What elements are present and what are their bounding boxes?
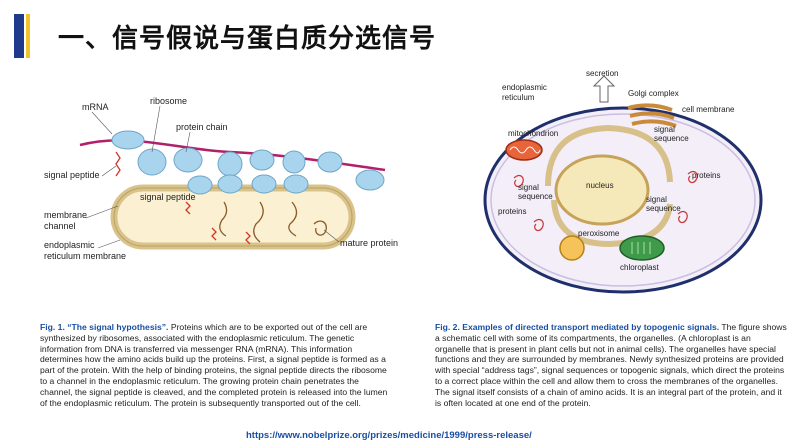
mitochondrion-cristae — [509, 146, 541, 154]
label-signal-right-1: signal — [646, 195, 667, 204]
title-bar: 一、信号假说与蛋白质分选信号 — [14, 14, 436, 58]
label-signal-left-1: signal — [518, 183, 539, 192]
ribosome — [111, 130, 145, 150]
label-er-line2: reticulum — [502, 93, 535, 102]
ribosome-bound — [187, 175, 213, 195]
title-accent-stripe — [26, 14, 30, 58]
label-protein-chain: protein chain — [176, 122, 228, 132]
label-signal-right-2: sequence — [646, 204, 681, 213]
cell-diagram: secretion endoplasmic reticulum Golgi co… — [483, 69, 763, 294]
label-signal-peptide-left: signal peptide — [44, 170, 100, 180]
title-accent-bar — [14, 14, 24, 58]
label-peroxisome: peroxisome — [578, 229, 620, 238]
label-er: endoplasmic — [44, 240, 95, 250]
caption-fig2-title: Fig. 2. Examples of directed transport m… — [435, 322, 720, 332]
ribosome — [249, 149, 275, 171]
ribosome — [137, 148, 167, 176]
caption-fig2: Fig. 2. Examples of directed transport m… — [435, 322, 787, 408]
cleaved-signal-peptide — [211, 227, 217, 241]
ribosome — [317, 151, 343, 173]
signal-hypothesis-diagram: mRNA ribosome protein chain signal pepti… — [44, 96, 398, 261]
label-secretion: secretion — [586, 69, 618, 78]
label-chloroplast: chloroplast — [620, 263, 659, 272]
ribosomes — [111, 130, 385, 195]
ribosome-bound — [283, 174, 309, 194]
label-mature-protein: mature protein — [340, 238, 398, 248]
ribosome-bound — [217, 174, 243, 194]
label-nucleus: nucleus — [586, 181, 614, 190]
label-membrane: membrane — [44, 210, 87, 220]
ribosome — [173, 147, 203, 173]
er-arc-lower — [551, 199, 673, 248]
fig1-leader-lines — [85, 105, 340, 249]
ribosome — [217, 151, 243, 177]
protein-chains — [115, 151, 327, 245]
ribosome-bound — [251, 174, 277, 194]
protein-chain-line — [219, 201, 228, 237]
chloroplast-shape — [619, 235, 665, 261]
mature-protein-coil — [313, 220, 327, 236]
label-er-line1: endoplasmic — [502, 83, 547, 92]
secretion-arrow — [592, 75, 616, 103]
label-signal-peptide-bottom: signal peptide — [140, 192, 196, 202]
label-mitochondrion: mitochondrion — [508, 129, 558, 138]
source-link[interactable]: https://www.nobelprize.org/prizes/medici… — [246, 430, 532, 441]
label-channel: channel — [44, 221, 76, 231]
label-er-membrane: reticulum membrane — [44, 251, 126, 261]
ribosome — [355, 169, 385, 191]
cleaved-signal-peptide — [245, 231, 251, 245]
golgi-shape — [627, 103, 677, 128]
mitochondrion-shape — [505, 139, 543, 161]
label-mrna: mRNA — [82, 102, 109, 112]
caption-fig1: Fig. 1. “The signal hypothesis”. Protein… — [40, 322, 392, 408]
signal-peptide-wave — [115, 151, 121, 177]
er-arc — [545, 124, 673, 187]
fig2-labels: secretion endoplasmic reticulum Golgi co… — [498, 69, 735, 272]
label-signal-top-2: sequence — [654, 134, 689, 143]
fig1-labels: mRNA ribosome protein chain signal pepti… — [44, 96, 398, 261]
label-proteins-right: proteins — [692, 171, 720, 180]
label-golgi: Golgi complex — [628, 89, 679, 98]
figure-directed-transport: secretion endoplasmic reticulum Golgi co… — [478, 68, 768, 308]
protein-chain-line — [253, 201, 264, 243]
caption-fig2-body: The figure shows a schematic cell with s… — [435, 322, 787, 408]
caption-fig1-body: Proteins which are to be exported out of… — [40, 322, 388, 408]
label-signal-left-2: sequence — [518, 192, 553, 201]
caption-fig1-title: Fig. 1. “The signal hypothesis”. — [40, 322, 169, 332]
cell-membrane-inner — [490, 113, 756, 287]
label-ribosome: ribosome — [150, 96, 187, 106]
chloroplast-thylakoids — [631, 242, 651, 254]
signal-peptide-wave — [185, 201, 191, 215]
label-proteins-left: proteins — [498, 207, 526, 216]
protein-chain-line — [288, 201, 298, 237]
nucleus-shape — [554, 154, 650, 226]
protein-coils — [513, 170, 698, 232]
peroxisome-shape — [559, 235, 585, 261]
label-cell-membrane: cell membrane — [682, 105, 735, 114]
label-signal-top-1: signal — [654, 125, 675, 134]
page-title: 一、信号假说与蛋白质分选信号 — [58, 23, 437, 54]
ribosome — [282, 150, 306, 174]
figure-signal-hypothesis: mRNA ribosome protein chain signal pepti… — [40, 90, 420, 290]
